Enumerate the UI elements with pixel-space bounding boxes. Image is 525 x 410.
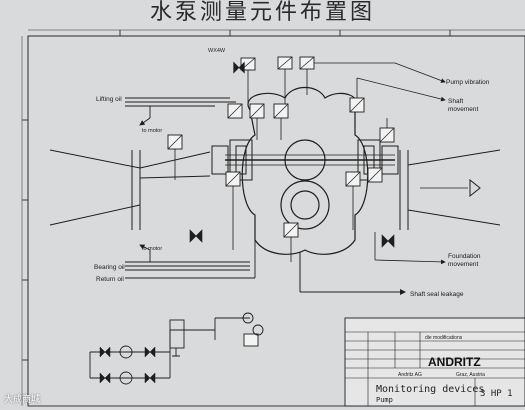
andritz-logo: ANDRITZ xyxy=(428,355,481,369)
label-return-oil: Return oil xyxy=(96,276,124,283)
drawing-frame xyxy=(21,29,525,407)
label-top-tag: WX4W xyxy=(208,48,226,54)
bearing-oil-lines xyxy=(125,240,256,279)
label-foundation-2: movement xyxy=(448,261,479,268)
label-to-motor-bottom: to motor xyxy=(142,246,162,252)
label-shaft-movement-2: movement xyxy=(448,106,479,113)
oil-supply-schematic xyxy=(89,312,264,385)
label-foundation-1: Foundation xyxy=(448,253,481,260)
title-block-company-2: Graz, Austria xyxy=(456,372,485,378)
transmitter-marks xyxy=(167,56,395,238)
label-shaft-movement-1: Shaft xyxy=(448,98,463,105)
valves xyxy=(189,61,395,248)
label-bearing-oil: Bearing oil xyxy=(94,264,125,271)
title-block-revision-header: die modifications xyxy=(425,335,463,341)
watermark: 大成商城 xyxy=(4,395,41,405)
shaft-seal-leakage-line xyxy=(299,252,406,295)
title-block-company-1: Andritz AG xyxy=(398,372,422,378)
left-bearing-housing xyxy=(211,139,253,181)
oil-supply-valves xyxy=(99,346,156,384)
lifting-oil-lines xyxy=(125,97,236,126)
title-block-grid xyxy=(345,331,525,406)
label-to-motor-top: to motor xyxy=(142,128,162,134)
foundation-line xyxy=(374,232,446,265)
label-shaft-seal-leakage: Shaft seal leakage xyxy=(410,291,464,298)
label-pump-vibration: Pump vibration xyxy=(446,79,490,86)
pump-casing xyxy=(225,86,395,255)
label-lifting-oil: Lifting oil xyxy=(96,96,122,103)
outlet-pipe-right xyxy=(399,149,501,230)
title-block-document-title: Monitoring devices xyxy=(376,384,484,395)
signal-lines xyxy=(174,62,446,262)
title-block-document-subtitle: Pump xyxy=(376,396,393,404)
title-block xyxy=(344,317,525,407)
drawing-title: 水泵测量元件布置图 xyxy=(149,0,375,25)
title-block-sheet: 3 HP 1 xyxy=(480,389,513,399)
